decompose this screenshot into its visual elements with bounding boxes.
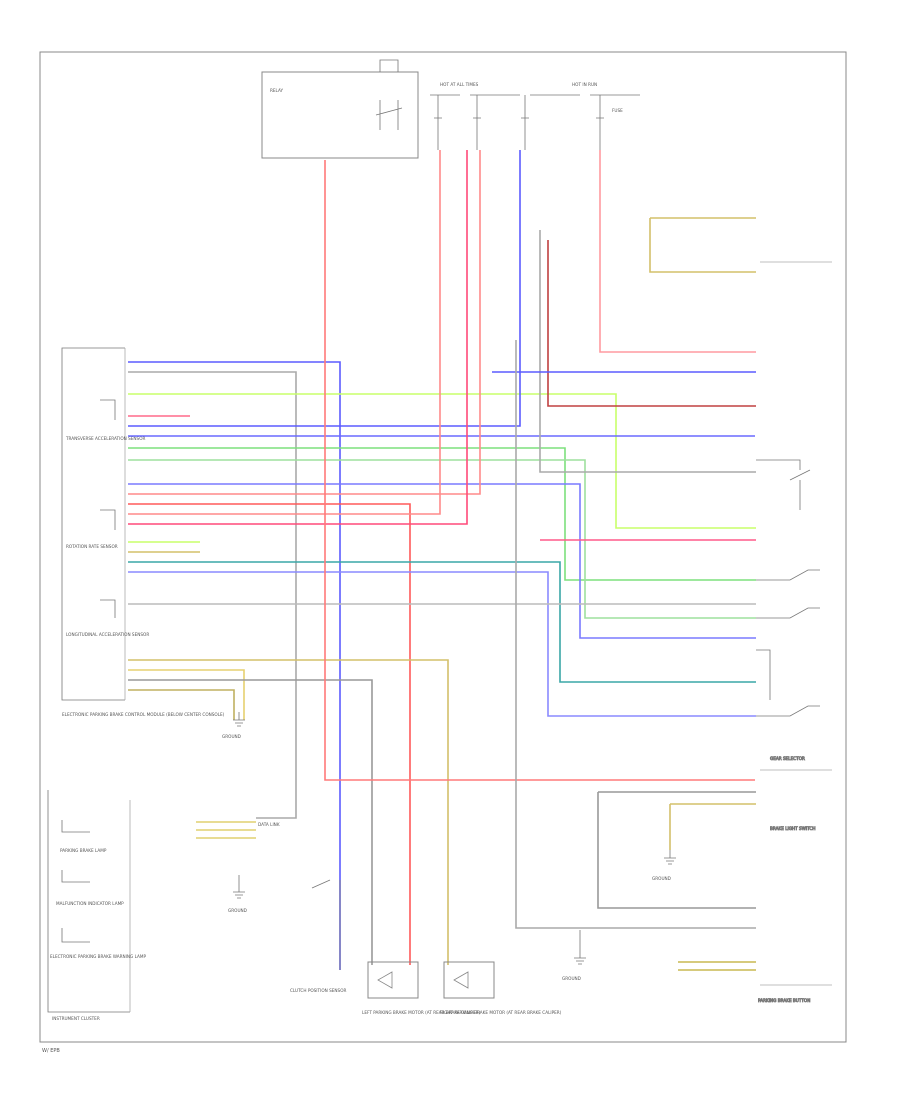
wire-pink xyxy=(128,150,468,525)
wire-blue-clutch xyxy=(128,361,341,970)
control-module-outline xyxy=(61,347,125,701)
warning-lamp-label: ELECTRONIC PARKING BRAKE WARNING LAMP xyxy=(50,954,147,959)
ground-symbol-3 xyxy=(664,850,676,865)
wire-olive-data xyxy=(678,961,756,971)
wire-pink-run xyxy=(599,150,756,353)
left-motor-label: LEFT PARKING BRAKE MOTOR (AT REAR BRAKE … xyxy=(362,1010,480,1015)
wire-gray-bottom xyxy=(515,340,756,929)
fuse-relay-block: HOT AT ALL TIMES HOT IN RUN FUSE RELAY xyxy=(261,59,640,159)
wire-red-fuse xyxy=(128,150,481,495)
wire-gray-data xyxy=(128,371,297,819)
relay-label: RELAY xyxy=(270,88,284,93)
parking-brake-lamp-label: PARKING BRAKE LAMP xyxy=(60,848,107,853)
switch-2 xyxy=(756,569,820,581)
wire-green-1 xyxy=(128,447,756,581)
relay-contact xyxy=(375,100,403,130)
wire-olive-2 xyxy=(128,689,235,720)
right-switches: GEAR SELECTOR BRAKE LIGHT SWITCH PARKING… xyxy=(756,261,832,1003)
data-link-label: DATA LINK xyxy=(258,822,280,827)
wire-blue-fuse xyxy=(128,150,521,427)
instrument-cluster: PARKING BRAKE LAMP MALFUNCTION INDICATOR… xyxy=(47,790,147,1021)
hot-at-all-times-label: HOT AT ALL TIMES xyxy=(440,82,479,87)
wire-gray-motor xyxy=(128,679,373,965)
ground-2-label: GROUND xyxy=(228,908,247,913)
ground-1-label: GROUND xyxy=(222,734,241,739)
longitudinal-sensor-label: LONGITUDINAL ACCELERATION SENSOR xyxy=(66,632,149,637)
transverse-sensor-label: TRANSVERSE ACCELERATION SENSOR xyxy=(65,436,145,441)
wire-harness xyxy=(128,150,756,971)
switch-3 xyxy=(756,607,820,619)
wire-cluster-data xyxy=(196,821,256,839)
grounds: GROUND GROUND GROUND GROUND xyxy=(222,712,676,981)
control-module-label: ELECTRONIC PARKING BRAKE CONTROL MODULE … xyxy=(62,712,225,717)
wire-yellow-green xyxy=(128,393,756,529)
parking-brake-motors: LEFT PARKING BRAKE MOTOR (AT REAR BRAKE … xyxy=(362,961,562,1015)
parking-brake-button-label: PARKING BRAKE BUTTON xyxy=(758,998,810,1003)
wire-gray-switch xyxy=(539,230,756,473)
relay-box xyxy=(261,71,419,159)
rotation-rate-sensor-label: ROTATION RATE SENSOR xyxy=(66,544,118,549)
wire-blue-4 xyxy=(128,571,756,717)
wire-olive-motor xyxy=(128,659,449,965)
switch-4 xyxy=(756,705,820,717)
wire-olive-brake xyxy=(669,803,756,850)
ground-4-label: GROUND xyxy=(562,976,581,981)
footer-label: W/ EPB xyxy=(42,1048,60,1054)
wire-darkred xyxy=(547,240,756,407)
malfunction-lamp-label: MALFUNCTION INDICATOR LAMP xyxy=(56,901,124,906)
brake-light-switch-label: BRAKE LIGHT SWITCH xyxy=(770,826,815,831)
wire-red-relay xyxy=(324,160,755,781)
control-module: TRANSVERSE ACCELERATION SENSOR ROTATION … xyxy=(61,347,225,717)
wire-blue-3 xyxy=(128,483,756,639)
ground-symbol-2 xyxy=(233,875,245,899)
fuse-label: FUSE xyxy=(612,108,623,113)
wire-olive-top xyxy=(649,217,756,273)
switch-bridge xyxy=(756,649,771,700)
instrument-cluster-label: INSTRUMENT CLUSTER xyxy=(52,1016,100,1021)
clutch-switch-label: CLUTCH POSITION SENSOR xyxy=(290,988,346,993)
wire-gray-brake xyxy=(597,791,756,909)
cluster-outline xyxy=(47,790,130,1013)
gear-selector-label: GEAR SELECTOR xyxy=(770,756,805,761)
right-motor-label: RIGHT PARKING BRAKE MOTOR (AT REAR BRAKE… xyxy=(440,1010,562,1015)
gear-selector-switch xyxy=(756,459,811,510)
wire-green-2 xyxy=(128,459,756,619)
wire-red-right-motor xyxy=(128,503,411,965)
wire-teal xyxy=(128,561,756,683)
clutch-switch: CLUTCH POSITION SENSOR xyxy=(290,879,346,993)
ground-3-label: GROUND xyxy=(652,876,671,881)
diagram-frame xyxy=(39,51,847,1043)
right-motor-box xyxy=(443,961,495,999)
left-motor-box xyxy=(367,961,419,999)
hot-in-run-label: HOT IN RUN xyxy=(572,82,597,87)
wire-olive-ground xyxy=(128,669,245,720)
ground-symbol-1 xyxy=(233,712,245,727)
ground-symbol-4 xyxy=(574,930,586,965)
wire-red-fuse-2 xyxy=(128,150,441,515)
